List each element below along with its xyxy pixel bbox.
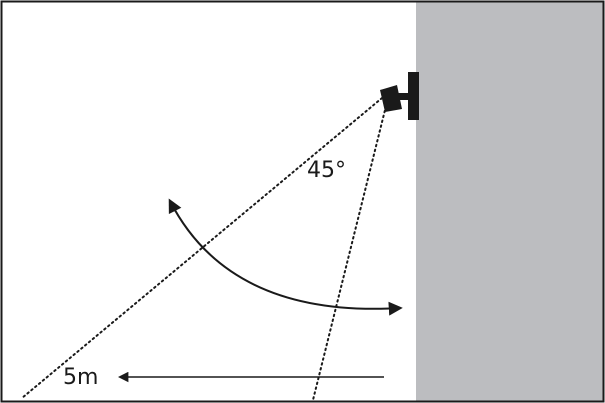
wall xyxy=(416,2,603,401)
security-camera-icon xyxy=(380,72,419,120)
rotation-arc-arrow xyxy=(168,198,403,316)
angle-label: 45° xyxy=(307,158,346,183)
distance-label: 5m xyxy=(63,365,99,390)
